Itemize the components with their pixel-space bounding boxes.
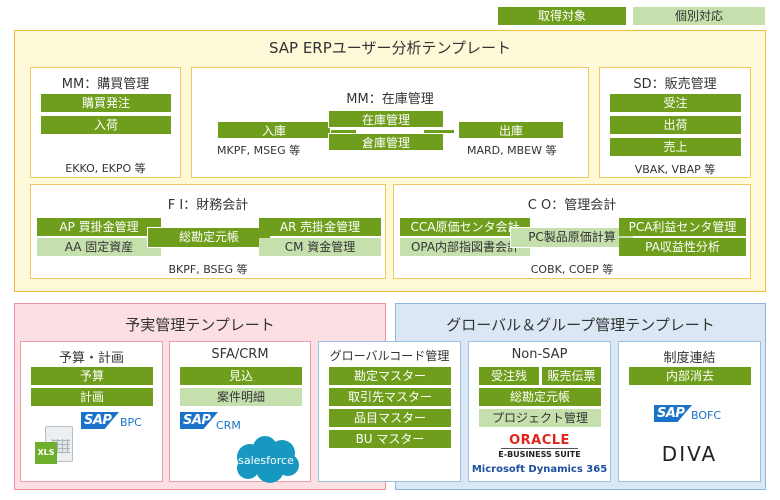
non-sap-gl: 総勘定元帳 bbox=[479, 388, 601, 406]
co-title: C O：管理会計 bbox=[527, 198, 617, 213]
budget-template-title: 予実管理テンプレート bbox=[125, 316, 275, 334]
co-pca: PCA利益センタ管理 bbox=[619, 218, 746, 236]
non-sap-sales-slip: 販売伝票 bbox=[542, 367, 601, 385]
global-code-item: 品目マスター bbox=[329, 409, 451, 427]
ms-dynamics-logo: Microsoft Dynamics 365 bbox=[471, 464, 608, 475]
fi-tables: BKPF, BSEG 等 bbox=[168, 263, 248, 276]
mm-outbound: 出庫 bbox=[458, 121, 564, 139]
non-sap-box: Non-SAP 受注残 販売伝票 総勘定元帳 プロジェクト管理 ORACLE E… bbox=[468, 341, 611, 482]
co-box: C O：管理会計 CCA原価センタ会計 OPA内部指図書会計 PC製品原価計算 … bbox=[393, 184, 751, 279]
budget-plan-box: 予算・計画 予算 計画 XLS SAP BPC bbox=[20, 341, 163, 482]
co-tables: COBK, COEP 等 bbox=[530, 263, 614, 276]
global-code-title: グローバルコード管理 bbox=[329, 349, 450, 363]
mm-inbound: 入庫 bbox=[217, 121, 331, 139]
fi-ap: AP 買掛金管理 bbox=[37, 218, 161, 236]
co-pa: PA収益性分析 bbox=[619, 238, 746, 256]
sfa-crm-item: 案件明細 bbox=[180, 388, 302, 406]
sd-sales-tables: VBAK, VBAP 等 bbox=[634, 163, 716, 176]
mm-inventory-tables-right: MARD, MBEW 等 bbox=[467, 144, 557, 157]
oracle-suite-label: E-BUSINESS SUITE bbox=[498, 450, 581, 459]
sap-logo: SAP bbox=[81, 412, 119, 429]
fi-box: F I：財務会計 AP 買掛金管理 AA 固定資産 総勘定元帳 AR 売掛金管理… bbox=[30, 184, 386, 279]
global-template-title: グローバル＆グループ管理テンプレート bbox=[446, 316, 715, 334]
mm-inventory-tables-left: MKPF, MSEG 等 bbox=[217, 144, 301, 157]
co-opa: OPA内部指図書会計 bbox=[400, 238, 530, 256]
salesforce-label: salesforce bbox=[238, 454, 294, 467]
mm-warehouse-mgmt: 倉庫管理 bbox=[328, 133, 444, 151]
sd-sales-item: 受注 bbox=[610, 94, 741, 112]
global-code-item: BU マスター bbox=[329, 430, 451, 448]
sap-logo: SAP bbox=[654, 405, 692, 422]
co-cca: CCA原価センタ会計 bbox=[400, 218, 530, 236]
global-code-box: グローバルコード管理 勘定マスター 取引先マスター 品目マスター BU マスター bbox=[318, 341, 461, 482]
flow-connector bbox=[424, 130, 454, 133]
non-sap-order-backlog: 受注残 bbox=[479, 367, 539, 385]
mm-purchasing-item: 購買発注 bbox=[41, 94, 171, 112]
budget-plan-item: 計画 bbox=[31, 388, 153, 406]
mm-inventory-title: MM：在庫管理 bbox=[346, 92, 434, 107]
consolidation-title: 制度連結 bbox=[663, 351, 716, 366]
legend-acquisition: 取得対象 bbox=[498, 7, 626, 25]
sd-sales-item: 売上 bbox=[610, 138, 741, 156]
consolidation-box: 制度連結 内部消去 SAP BOFC DIVA bbox=[618, 341, 761, 482]
global-code-item: 勘定マスター bbox=[329, 367, 451, 385]
fi-cm: CM 資金管理 bbox=[259, 238, 381, 256]
fi-gl: 総勘定元帳 bbox=[147, 227, 271, 248]
sd-sales-item: 出荷 bbox=[610, 116, 741, 134]
oracle-logo: ORACLE bbox=[509, 433, 570, 448]
global-code-item: 取引先マスター bbox=[329, 388, 451, 406]
erp-template-title: SAP ERPユーザー分析テンプレート bbox=[268, 39, 512, 57]
flow-connector bbox=[328, 130, 356, 133]
sd-sales-box: SD：販売管理 受注 出荷 売上 VBAK, VBAP 等 bbox=[599, 67, 751, 178]
xls-badge: XLS bbox=[35, 442, 57, 464]
fi-aa: AA 固定資産 bbox=[37, 238, 161, 256]
mm-purchasing-item: 入荷 bbox=[41, 116, 171, 134]
sfa-crm-box: SFA/CRM 見込 案件明細 SAP CRM salesforce bbox=[169, 341, 311, 483]
mm-inventory-mgmt: 在庫管理 bbox=[328, 110, 444, 128]
sap-crm-label: CRM bbox=[216, 419, 241, 432]
non-sap-project: プロジェクト管理 bbox=[479, 409, 601, 427]
co-pc: PC製品原価計算 bbox=[510, 227, 634, 248]
mm-inventory-box: MM：在庫管理 入庫 在庫管理 倉庫管理 出庫 MKPF, MSEG 等 MAR… bbox=[191, 67, 589, 178]
legend-individual: 個別対応 bbox=[633, 7, 765, 25]
budget-plan-item: 予算 bbox=[31, 367, 153, 385]
consolidation-item: 内部消去 bbox=[629, 367, 751, 385]
mm-purchasing-box: MM：購買管理 購買発注 入荷 EKKO, EKPO 等 bbox=[30, 67, 181, 178]
oracle-divider bbox=[501, 448, 578, 449]
sd-sales-title: SD：販売管理 bbox=[633, 77, 717, 92]
fi-title: F I：財務会計 bbox=[167, 198, 249, 213]
non-sap-title: Non-SAP bbox=[511, 347, 568, 362]
salesforce-cloud-icon: salesforce bbox=[237, 436, 299, 483]
sfa-crm-title: SFA/CRM bbox=[211, 347, 269, 362]
fi-ar: AR 売掛金管理 bbox=[259, 218, 381, 236]
budget-plan-title: 予算・計画 bbox=[58, 351, 124, 366]
sfa-crm-item: 見込 bbox=[180, 367, 302, 385]
sap-bofc-label: BOFC bbox=[691, 409, 722, 422]
mm-purchasing-tables: EKKO, EKPO 等 bbox=[65, 162, 146, 175]
mm-purchasing-title: MM：購買管理 bbox=[61, 77, 150, 92]
sap-logo: SAP bbox=[180, 412, 218, 429]
diva-logo: DIVA bbox=[661, 442, 718, 466]
sap-bpc-label: BPC bbox=[120, 416, 142, 429]
